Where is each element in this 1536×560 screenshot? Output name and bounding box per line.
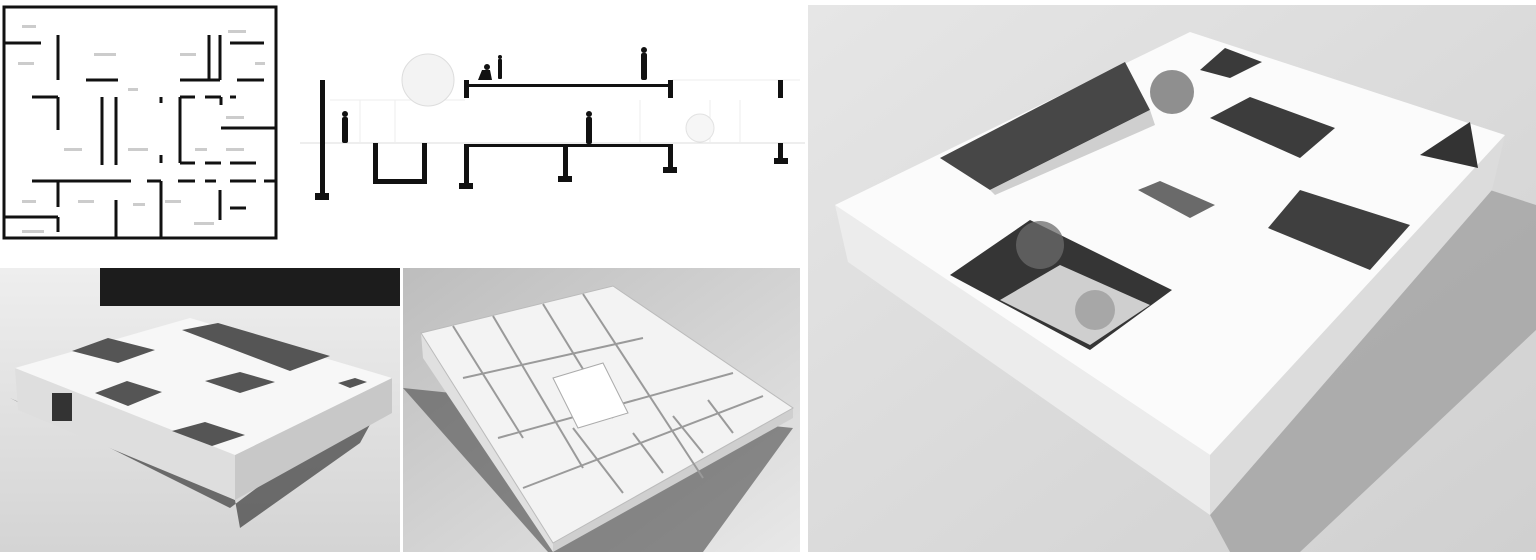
model-interior-image: [403, 268, 800, 552]
dark-background: [100, 268, 400, 306]
human-figures: [342, 47, 647, 144]
central-room: [552, 362, 629, 429]
building-section: [300, 0, 805, 262]
model-render: [808, 5, 1536, 552]
model-side-left: [835, 205, 1210, 515]
model-side-right: [1210, 135, 1505, 515]
section-drawing: [300, 47, 805, 200]
model-photo-interior: [403, 268, 800, 552]
floor-plan-drawing: [2, 5, 278, 240]
tree: [401, 53, 455, 107]
model-photo-exterior: [0, 268, 400, 552]
shadow: [10, 388, 390, 528]
model-render-image: [808, 5, 1536, 552]
floor-plan: [0, 0, 282, 245]
interior-walls: [4, 35, 276, 238]
outer-wall: [2, 5, 278, 240]
entrance: [52, 393, 72, 421]
courtyards: [72, 323, 367, 446]
structure: [315, 80, 788, 200]
room-labels: [18, 25, 265, 233]
shadow: [1210, 190, 1536, 552]
shrub: [685, 113, 715, 143]
elevation-lines: [330, 79, 800, 143]
model-side-right: [235, 378, 392, 500]
model-exterior-image: [0, 268, 400, 552]
courtyards: [940, 48, 1478, 350]
trees: [1016, 70, 1194, 330]
